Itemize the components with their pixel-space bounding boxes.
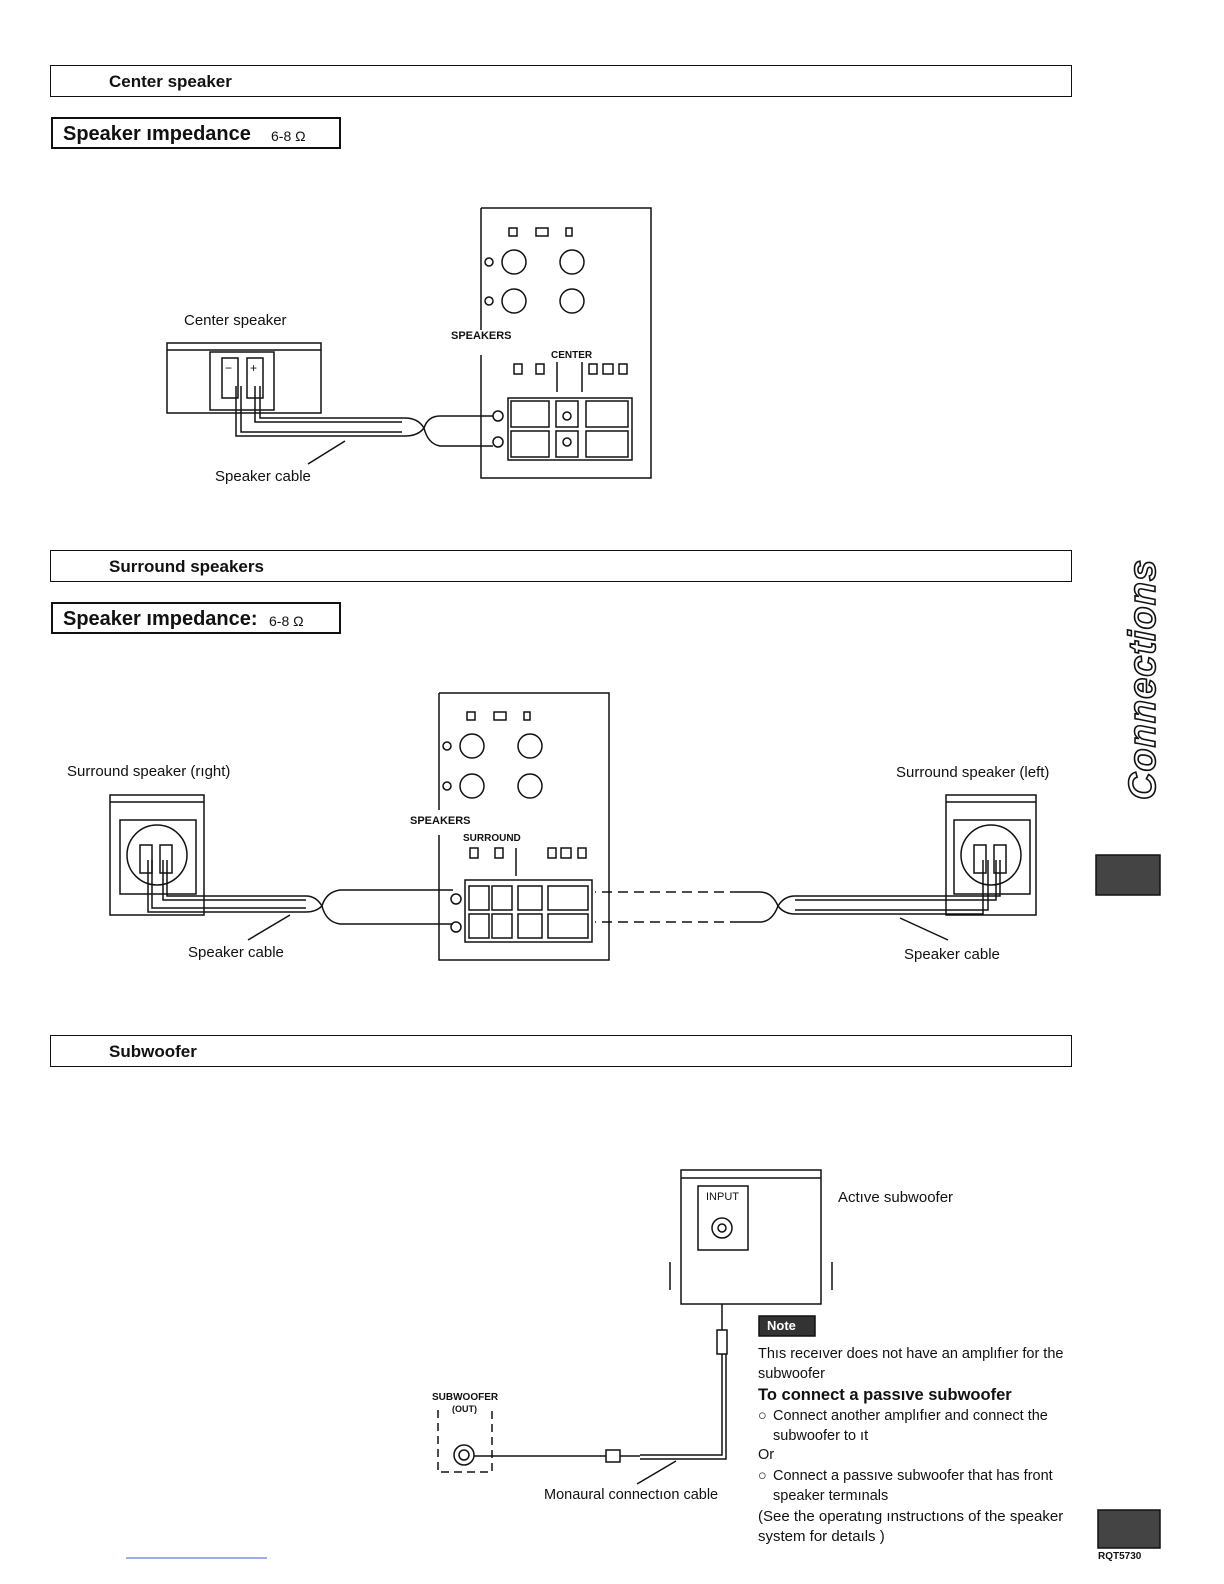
surround-impedance-box: Speaker ımpedance: 6-8 Ω bbox=[51, 602, 341, 634]
surround-left-label: Surround speaker (left) bbox=[896, 764, 1050, 781]
surround-left-cable bbox=[595, 860, 1001, 941]
center-speaker-header: Center speaker bbox=[50, 65, 1072, 97]
note-text: Thıs receıver does not have an amplıfıer… bbox=[758, 1346, 1064, 1382]
input-jack-label: INPUT bbox=[706, 1191, 739, 1203]
active-subwoofer-unit bbox=[669, 1169, 833, 1305]
center-speaker-title: Center speaker bbox=[109, 72, 232, 91]
surround-impedance-label: Speaker ımpedance: bbox=[63, 608, 258, 630]
note-badge-label: Note bbox=[767, 1318, 796, 1333]
monaural-cable-label: Monaural connectıon cable bbox=[544, 1487, 719, 1503]
active-subwoofer-label: Actıve subwoofer bbox=[838, 1189, 954, 1206]
surround-right-cable bbox=[147, 860, 453, 941]
surround-left-cable-label: Speaker cable bbox=[904, 946, 1000, 963]
svg-text:+: + bbox=[250, 361, 257, 375]
center-impedance-label: Speaker ımpedance bbox=[63, 123, 251, 145]
center-speaker-label: Center speaker bbox=[184, 312, 287, 329]
surround-terminal-label: SURROUND bbox=[463, 833, 521, 844]
subwoofer-out-jack bbox=[437, 1410, 493, 1473]
or-text: Or bbox=[758, 1447, 775, 1463]
bullet-icon: ○ bbox=[758, 1408, 767, 1424]
center-cable bbox=[235, 386, 493, 465]
surround-right-speaker bbox=[109, 794, 205, 916]
bullet-1: ○ Connect another amplıfıer and connect … bbox=[758, 1406, 1073, 1446]
passive-heading: To connect a passıve subwoofer bbox=[758, 1386, 1012, 1404]
surround-right-label: Surround speaker (rıght) bbox=[67, 763, 231, 780]
bullet-1-text: Connect another amplıfıer and connect th… bbox=[773, 1408, 1048, 1444]
subwoofer-title: Subwoofer bbox=[109, 1042, 197, 1061]
bullet-icon: ○ bbox=[758, 1468, 767, 1484]
monaural-cable bbox=[474, 1304, 728, 1485]
subwoofer-header: Subwoofer bbox=[50, 1035, 1072, 1067]
center-panel-label: SPEAKERS bbox=[451, 330, 512, 342]
svg-text:−: − bbox=[225, 361, 232, 375]
note-badge-icon bbox=[758, 1315, 816, 1337]
center-impedance-value: 6-8 Ω bbox=[271, 128, 306, 144]
center-speaker-unit: − + bbox=[166, 342, 322, 414]
center-impedance-box: Speaker ımpedance 6-8 Ω bbox=[51, 117, 341, 149]
subwoofer-out-label: SUBWOOFER bbox=[432, 1392, 499, 1403]
center-receiver-panel bbox=[480, 207, 652, 479]
bullet-2: ○ Connect a passıve subwoofer that has f… bbox=[758, 1466, 1073, 1506]
surround-speakers-title: Surround speakers bbox=[109, 557, 264, 576]
bullet-2-text: Connect a passıve subwoofer that has fro… bbox=[773, 1468, 1053, 1504]
document-code: RQT5730 bbox=[1098, 1551, 1142, 1562]
surround-left-speaker bbox=[945, 794, 1037, 916]
corner-tab-icon bbox=[1095, 854, 1161, 1549]
surround-speakers-header: Surround speakers bbox=[50, 550, 1072, 582]
surround-panel-label: SPEAKERS bbox=[410, 815, 471, 827]
surround-impedance-value: 6-8 Ω bbox=[269, 613, 304, 629]
center-terminal-label: CENTER bbox=[551, 350, 593, 361]
surround-right-cable-label: Speaker cable bbox=[188, 944, 284, 961]
subwoofer-out-sub: (OUT) bbox=[452, 1404, 477, 1414]
see-text: (See the operatıng ınstructıons of the s… bbox=[758, 1508, 1064, 1545]
center-cable-label: Speaker cable bbox=[215, 468, 311, 485]
surround-receiver-panel bbox=[438, 692, 610, 961]
connections-side-tab: Connections bbox=[1121, 558, 1165, 801]
